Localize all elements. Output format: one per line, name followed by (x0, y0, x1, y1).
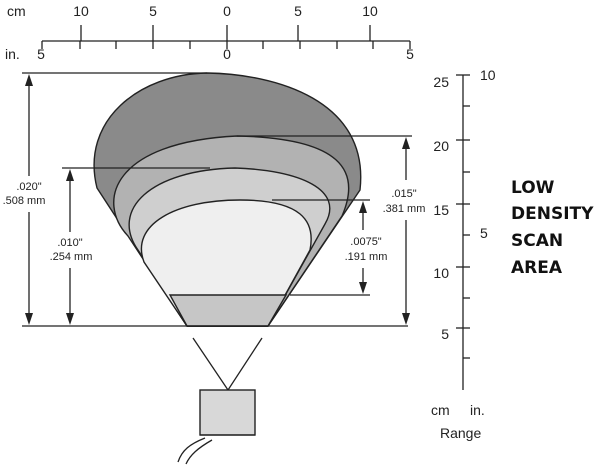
top-scale-cm-tick-5-right: 5 (294, 3, 302, 19)
range-scale-cm-5: 5 (441, 326, 449, 342)
diagram-title: LOW DENSITY SCAN AREA (511, 178, 594, 278)
top-scale-cm-tick-10-left: 10 (73, 3, 89, 19)
title-line-1: LOW (511, 178, 555, 198)
top-scale: cm 10 5 0 5 10 in. 5 0 5 (5, 3, 414, 62)
top-scale-in-tick-5-right: 5 (406, 46, 414, 62)
title-line-2: DENSITY (511, 204, 594, 224)
label-020-in: .020" (16, 181, 41, 193)
top-scale-cm-tick-5-left: 5 (149, 3, 157, 19)
label-0075-in: .0075" (350, 236, 382, 248)
top-scale-cm-tick-10-right: 10 (362, 3, 378, 19)
scan-cone-base (168, 294, 288, 327)
scanner (177, 337, 263, 465)
range-scale-cm-unit: cm (431, 402, 450, 418)
label-015-mm: .381 mm (383, 203, 426, 215)
range-scale-cm-25: 25 (433, 74, 449, 90)
dimension-lines (22, 72, 412, 327)
arrowhead-down (66, 313, 74, 325)
label-020-mm: .508 mm (3, 195, 46, 207)
range-scale: 25 20 15 10 5 10 5 cm in. Range (431, 67, 496, 441)
label-0075-mm: .191 mm (345, 251, 388, 263)
top-scale-in-tick-5-left: 5 (37, 46, 45, 62)
range-scale-cm-20: 20 (433, 138, 449, 154)
arrowhead-up (25, 74, 33, 86)
label-010-mm: .254 mm (50, 251, 93, 263)
top-scale-cm-unit: cm (7, 3, 26, 19)
arrowhead-up (402, 137, 410, 149)
range-scale-in-5: 5 (480, 225, 488, 241)
arrowhead-down (25, 313, 33, 325)
range-scale-in-unit: in. (470, 402, 485, 418)
range-scale-cm-10: 10 (433, 265, 449, 281)
top-scale-in-unit: in. (5, 46, 20, 62)
range-scale-in-10: 10 (480, 67, 496, 83)
scanner-cable (177, 437, 206, 463)
dimension-labels: .020" .508 mm .010" .254 mm .015" .381 m… (3, 181, 426, 263)
top-scale-in-tick-0: 0 (223, 46, 231, 62)
field-of-view-line-left (192, 337, 229, 391)
title-line-4: AREA (511, 258, 563, 278)
label-015-in: .015" (391, 188, 416, 200)
range-scale-caption: Range (440, 425, 481, 441)
field-of-view-line-right (227, 337, 263, 391)
title-line-3: SCAN (511, 231, 563, 251)
arrowhead-up (66, 169, 74, 181)
scanner-body (199, 389, 256, 436)
top-scale-cm-tick-0: 0 (223, 3, 231, 19)
arrowhead-down (359, 282, 367, 294)
range-scale-cm-15: 15 (433, 202, 449, 218)
label-010-in: .010" (57, 237, 82, 249)
scanner-cable (185, 439, 213, 465)
arrowhead-down (402, 313, 410, 325)
arrowhead-up (359, 201, 367, 213)
scan-zones (93, 72, 362, 327)
